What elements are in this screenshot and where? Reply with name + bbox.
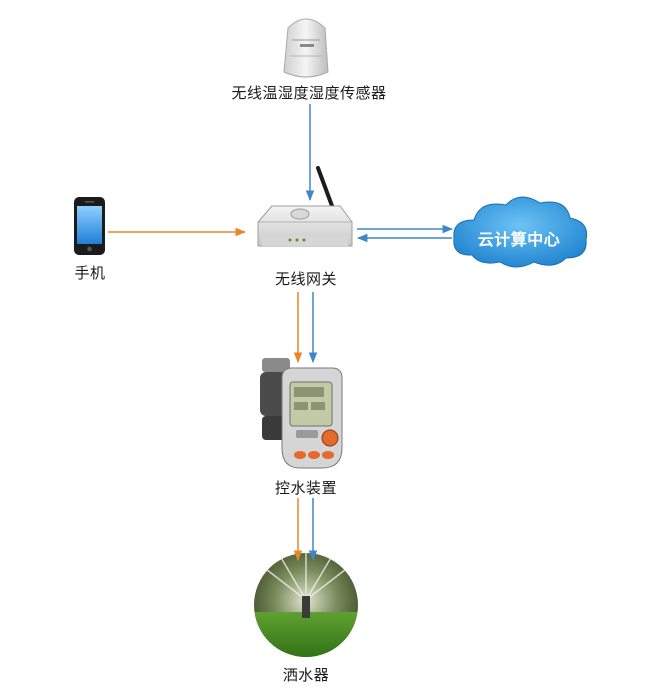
sprinkler-label: 洒水器: [282, 666, 330, 684]
sensor-label: 无线温湿度湿度传感器: [231, 84, 387, 102]
cloud-icon: [453, 196, 588, 268]
smartphone-icon: [74, 197, 105, 255]
gateway-label: 无线网关: [274, 270, 338, 288]
wireless-router-icon: [257, 166, 353, 247]
cloud-label: 云计算中心: [477, 230, 561, 249]
sprinkler-icon: [254, 553, 358, 657]
controller-label: 控水装置: [274, 479, 338, 497]
connections: [108, 104, 454, 562]
wireless-sensor-icon: [283, 18, 329, 78]
water-timer-icon: [260, 358, 343, 469]
phone-label: 手机: [74, 264, 106, 282]
